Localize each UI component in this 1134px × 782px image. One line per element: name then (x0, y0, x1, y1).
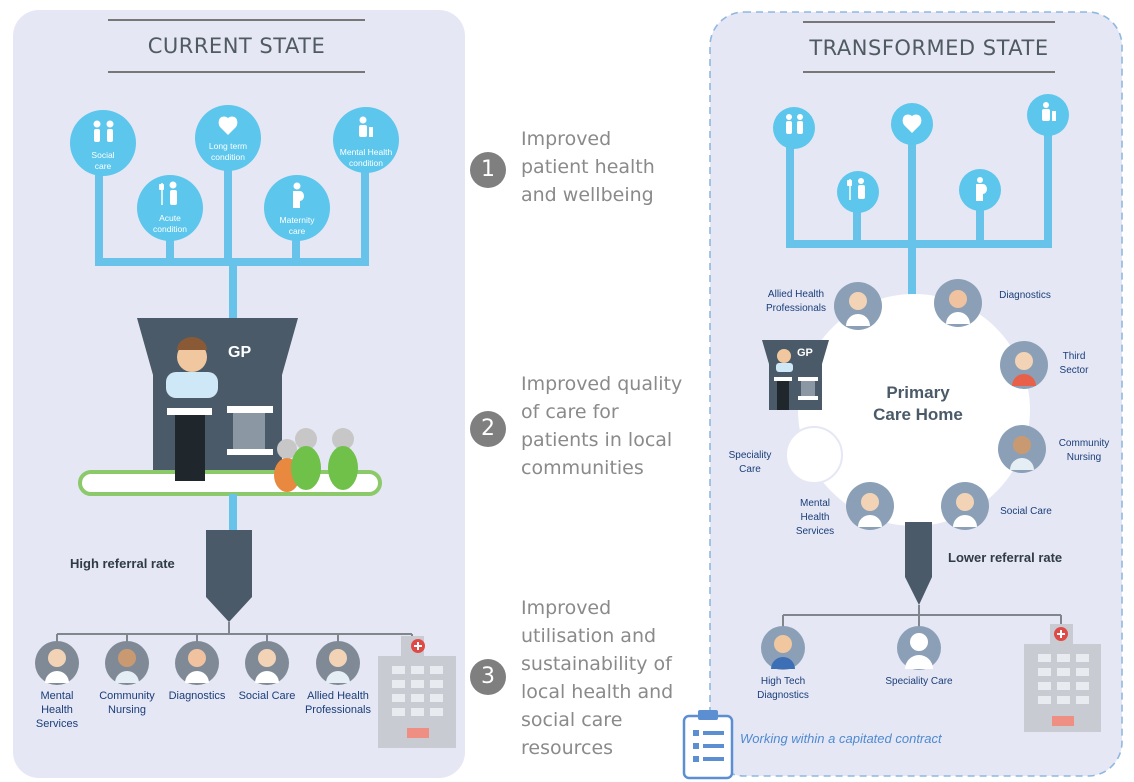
gp-sign: GP (228, 344, 252, 361)
contract-note: Working within a capitated contract (740, 731, 942, 746)
ring-diagnostics: Diagnostics (999, 290, 1051, 301)
benefit-number-1: 1 (470, 152, 506, 188)
benefit-text-1: Improved patient health and wellbeing (521, 128, 655, 206)
ring-third-sector: Third Sector (1059, 351, 1089, 376)
benefit-number-2: 2 (470, 411, 506, 447)
primary-care-home-hub (798, 294, 1030, 526)
thinking-person-icon (359, 116, 373, 137)
service-social-care: Social Care (238, 690, 296, 702)
pregnant-icon (976, 177, 987, 201)
pregnant-icon (293, 182, 304, 208)
transformed-state-title: TRANSFORMED STATE (809, 36, 1049, 60)
hospital-icon (378, 636, 456, 748)
doctor-icon (166, 337, 218, 398)
drip-patient-icon (847, 178, 865, 200)
service-community-nursing: Community Nursing (99, 690, 155, 716)
ring-speciality-care: Speciality Care (728, 450, 772, 475)
current-state-title: CURRENT STATE (147, 34, 326, 58)
hub-label: Primary Care Home (873, 383, 963, 424)
ring-community-nursing: Community Nursing (1058, 438, 1110, 463)
speciality-care-bubble (785, 426, 843, 484)
heartbeat-icon (218, 116, 238, 135)
referral-connectors-t (782, 605, 1062, 628)
lower-referral-label: Lower referral rate (948, 550, 1063, 565)
need-label-social-care: Social care (91, 150, 115, 171)
need-circle-acute (137, 175, 203, 241)
need-circle-social-care (70, 110, 136, 176)
high-referral-label: High referral rate (70, 556, 175, 571)
lower-referral-funnel (905, 522, 932, 605)
need-circle-t1 (773, 107, 815, 149)
need-label-maternity: Maternity care (279, 215, 315, 236)
ring-mental-health: Mental Health Services (795, 498, 835, 537)
clipboard-icon (682, 710, 734, 780)
need-label-acute: Acute condition (152, 213, 188, 234)
benefit-number-3: 3 (470, 659, 506, 695)
need-circle-mental-health (333, 107, 399, 173)
drip-patient-icon (159, 181, 177, 205)
hospital-icon-t (1024, 624, 1101, 732)
heartbeat-icon (902, 114, 922, 133)
service-diagnostics: Diagnostics (168, 690, 226, 702)
benefit-text-2: Improved quality of care for patients in… (521, 373, 683, 479)
service-allied-health: Allied Health Professionals (304, 690, 372, 716)
couple-icon (93, 120, 114, 142)
needs-tree (95, 160, 369, 318)
service-mental-health: Mental Health Services (35, 690, 79, 730)
need-circle-long-term (195, 105, 261, 171)
high-referral-funnel (206, 530, 252, 622)
service-speciality-care: Speciality Care (885, 676, 953, 687)
need-label-mental-health: Mental Health condition (339, 147, 393, 168)
couple-icon (786, 114, 803, 134)
gp-building-small (762, 340, 829, 410)
gp-sign-small: GP (797, 347, 813, 359)
ring-allied-health: Allied Health Professionals (765, 289, 827, 314)
service-high-tech-diagnostics: High Tech Diagnostics (757, 676, 809, 701)
thinking-person-icon (1042, 102, 1056, 121)
need-label-long-term: Long term condition (208, 141, 248, 162)
ring-social-care: Social Care (1000, 506, 1052, 517)
patients-icon (274, 428, 358, 492)
needs-tree-transformed (786, 130, 1052, 300)
benefit-text-3: Improved utilisation and sustainability … (521, 597, 674, 759)
